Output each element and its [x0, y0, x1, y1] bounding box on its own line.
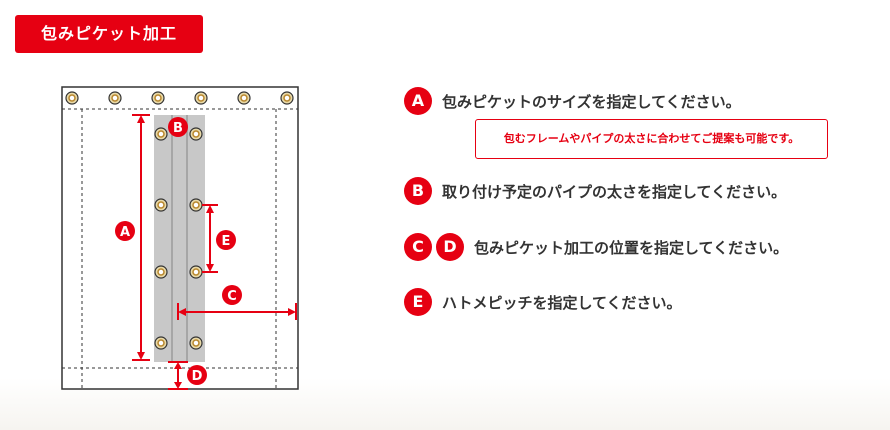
top-grommets	[65, 91, 294, 105]
page-title: 包みピケット加工	[15, 15, 203, 53]
label-d-badge	[187, 365, 207, 385]
dimension-e	[202, 204, 218, 273]
grommet-hole	[111, 94, 119, 102]
label-b: B	[173, 121, 183, 136]
instruction-b: B 取り付け予定のパイプの太さを指定してください。	[404, 177, 786, 205]
grommet-hole	[283, 94, 291, 102]
grommet-hole	[157, 201, 165, 209]
grommet-hole	[68, 94, 76, 102]
grommet-hole	[197, 94, 205, 102]
grommet-hole	[192, 130, 200, 138]
grommet-hole	[157, 268, 165, 276]
badge-d: D	[436, 233, 464, 261]
label-e: E	[222, 234, 231, 249]
instruction-text: ハトメピッチを指定してください。	[442, 293, 682, 312]
label-e-badge	[216, 230, 236, 250]
dimension-c	[177, 303, 297, 320]
grommet-hole	[157, 339, 165, 347]
label-c: C	[227, 289, 237, 304]
dimension-d	[168, 361, 188, 390]
instruction-cd: C D 包みピケット加工の位置を指定してください。	[404, 233, 788, 261]
grommet-hole	[240, 94, 248, 102]
label-a-badge	[115, 221, 135, 241]
grommet-hole	[192, 339, 200, 347]
strip-grommets	[154, 127, 203, 350]
label-d: D	[192, 369, 203, 384]
badge-b: B	[404, 177, 432, 205]
instruction-text: 取り付け予定のパイプの太さを指定してください。	[442, 182, 787, 201]
grommet-hole	[192, 201, 200, 209]
instruction-text: 包みピケット加工の位置を指定してください。	[474, 238, 789, 257]
label-c-badge	[222, 285, 242, 305]
label-b-badge	[168, 117, 188, 137]
instruction-text: 包みピケットのサイズを指定してください。	[442, 92, 741, 111]
dimension-a	[132, 114, 150, 361]
grommet-hole	[192, 268, 200, 276]
note-box: 包むフレームやパイプの太さに合わせてご提案も可能です。	[475, 119, 828, 159]
instruction-e: E ハトメピッチを指定してください。	[404, 288, 682, 316]
grommet-hole	[157, 130, 165, 138]
badge-e: E	[404, 288, 432, 316]
label-a: A	[120, 225, 130, 240]
badge-c: C	[404, 233, 432, 261]
instruction-a: A 包みピケットのサイズを指定してください。	[404, 87, 741, 115]
grommet-hole	[154, 94, 162, 102]
picket-strip	[154, 115, 205, 362]
badge-a: A	[404, 87, 432, 115]
